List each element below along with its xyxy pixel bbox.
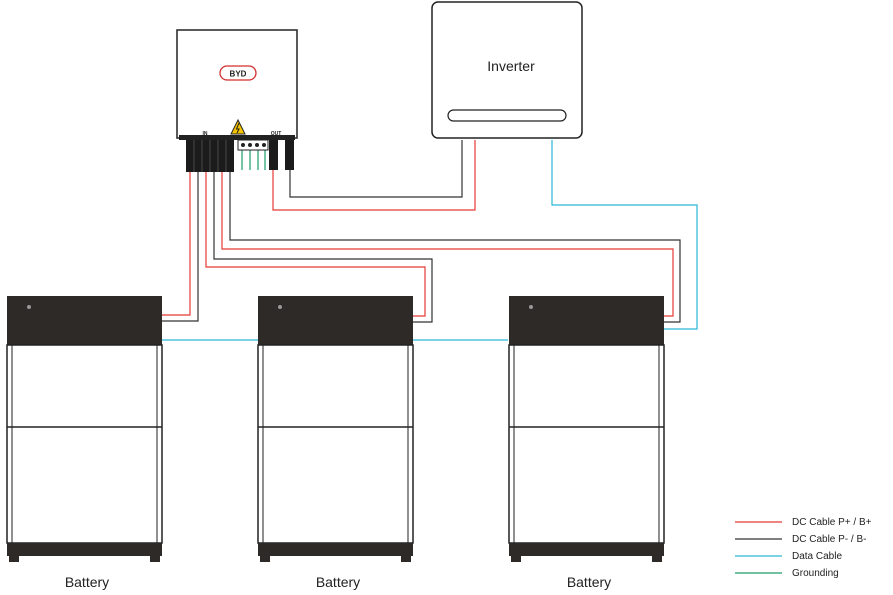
- inverter-label: Inverter: [487, 58, 535, 74]
- battery-label: Battery: [316, 574, 360, 590]
- battery-2: Battery: [257, 296, 414, 590]
- battery-1: Battery: [6, 296, 163, 590]
- battery-control-module: [7, 296, 162, 345]
- warning-icon: [230, 118, 246, 135]
- battery-base: [258, 543, 413, 556]
- battery-label: Battery: [65, 574, 109, 590]
- legend-item-data-cable: Data Cable: [735, 551, 842, 562]
- cable-bat1-negative: [162, 172, 199, 322]
- legend: DC Cable P+ / B+ DC Cable P- / B- Data C…: [735, 517, 872, 579]
- battery-frame: [257, 344, 414, 544]
- legend-item-dc-positive: DC Cable P+ / B+: [735, 517, 872, 528]
- battery-3: Battery: [508, 296, 665, 590]
- battery-frame: [6, 344, 163, 544]
- lightning-glyph: [235, 122, 240, 134]
- legend-label: DC Cable P+ / B+: [792, 517, 872, 528]
- legend-label: Data Cable: [792, 551, 842, 562]
- cable-bat2-negative: [213, 172, 433, 323]
- battery-base: [509, 543, 664, 556]
- out-connector-neg: [285, 140, 294, 170]
- ground-terminal: [237, 139, 269, 151]
- legend-item-grounding: Grounding: [735, 568, 839, 579]
- byd-logo-badge: [219, 65, 257, 81]
- battery-base: [7, 543, 162, 556]
- combiner-out-label: OUT: [271, 131, 282, 137]
- grounding-leads: [241, 148, 266, 170]
- legend-label: DC Cable P- / B-: [792, 534, 866, 545]
- battery-label: Battery: [567, 574, 611, 590]
- battery-frame: [508, 344, 665, 544]
- byd-logo-text: BYD: [230, 70, 247, 79]
- legend-label: Grounding: [792, 568, 839, 579]
- cable-bat1-positive: [162, 172, 191, 316]
- battery-control-module: [258, 296, 413, 345]
- combiner-body: [176, 29, 298, 139]
- cable-bat2-positive: [205, 172, 426, 317]
- out-connector-pos: [269, 140, 278, 170]
- cable-bat3-positive: [221, 172, 674, 317]
- combiner-in-label: IN: [203, 131, 208, 137]
- inverter-body: [431, 1, 583, 139]
- combiner-base: [179, 135, 295, 140]
- battery-control-module: [509, 296, 664, 345]
- inverter: Inverter: [431, 1, 583, 139]
- cable-bat3-negative: [229, 172, 681, 323]
- combiner-box: BYD IN OUT: [176, 29, 298, 172]
- legend-item-dc-negative: DC Cable P- / B-: [735, 534, 866, 545]
- inverter-display-slot: [447, 109, 567, 122]
- cable-out-positive: [272, 140, 476, 211]
- cable-out-negative: [289, 140, 463, 198]
